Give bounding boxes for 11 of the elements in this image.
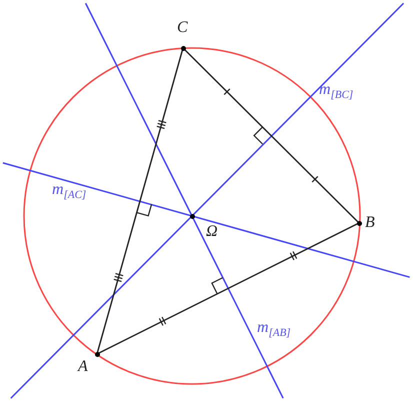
bisector-label: m$_{[AB]}$ bbox=[257, 320, 291, 340]
point-label: C bbox=[177, 20, 188, 36]
bisector-label: m$_{[AC]}$ bbox=[52, 182, 86, 202]
vertex-point bbox=[175, 20, 191, 51]
point-label: Ω bbox=[206, 224, 218, 240]
triangle-side bbox=[96, 48, 184, 354]
point-label: A bbox=[78, 359, 88, 375]
point-label: B bbox=[365, 215, 375, 231]
triangle-side bbox=[182, 48, 360, 224]
triangle-side bbox=[96, 222, 360, 355]
bisector-label: m$_{[BC]}$ bbox=[319, 82, 354, 102]
